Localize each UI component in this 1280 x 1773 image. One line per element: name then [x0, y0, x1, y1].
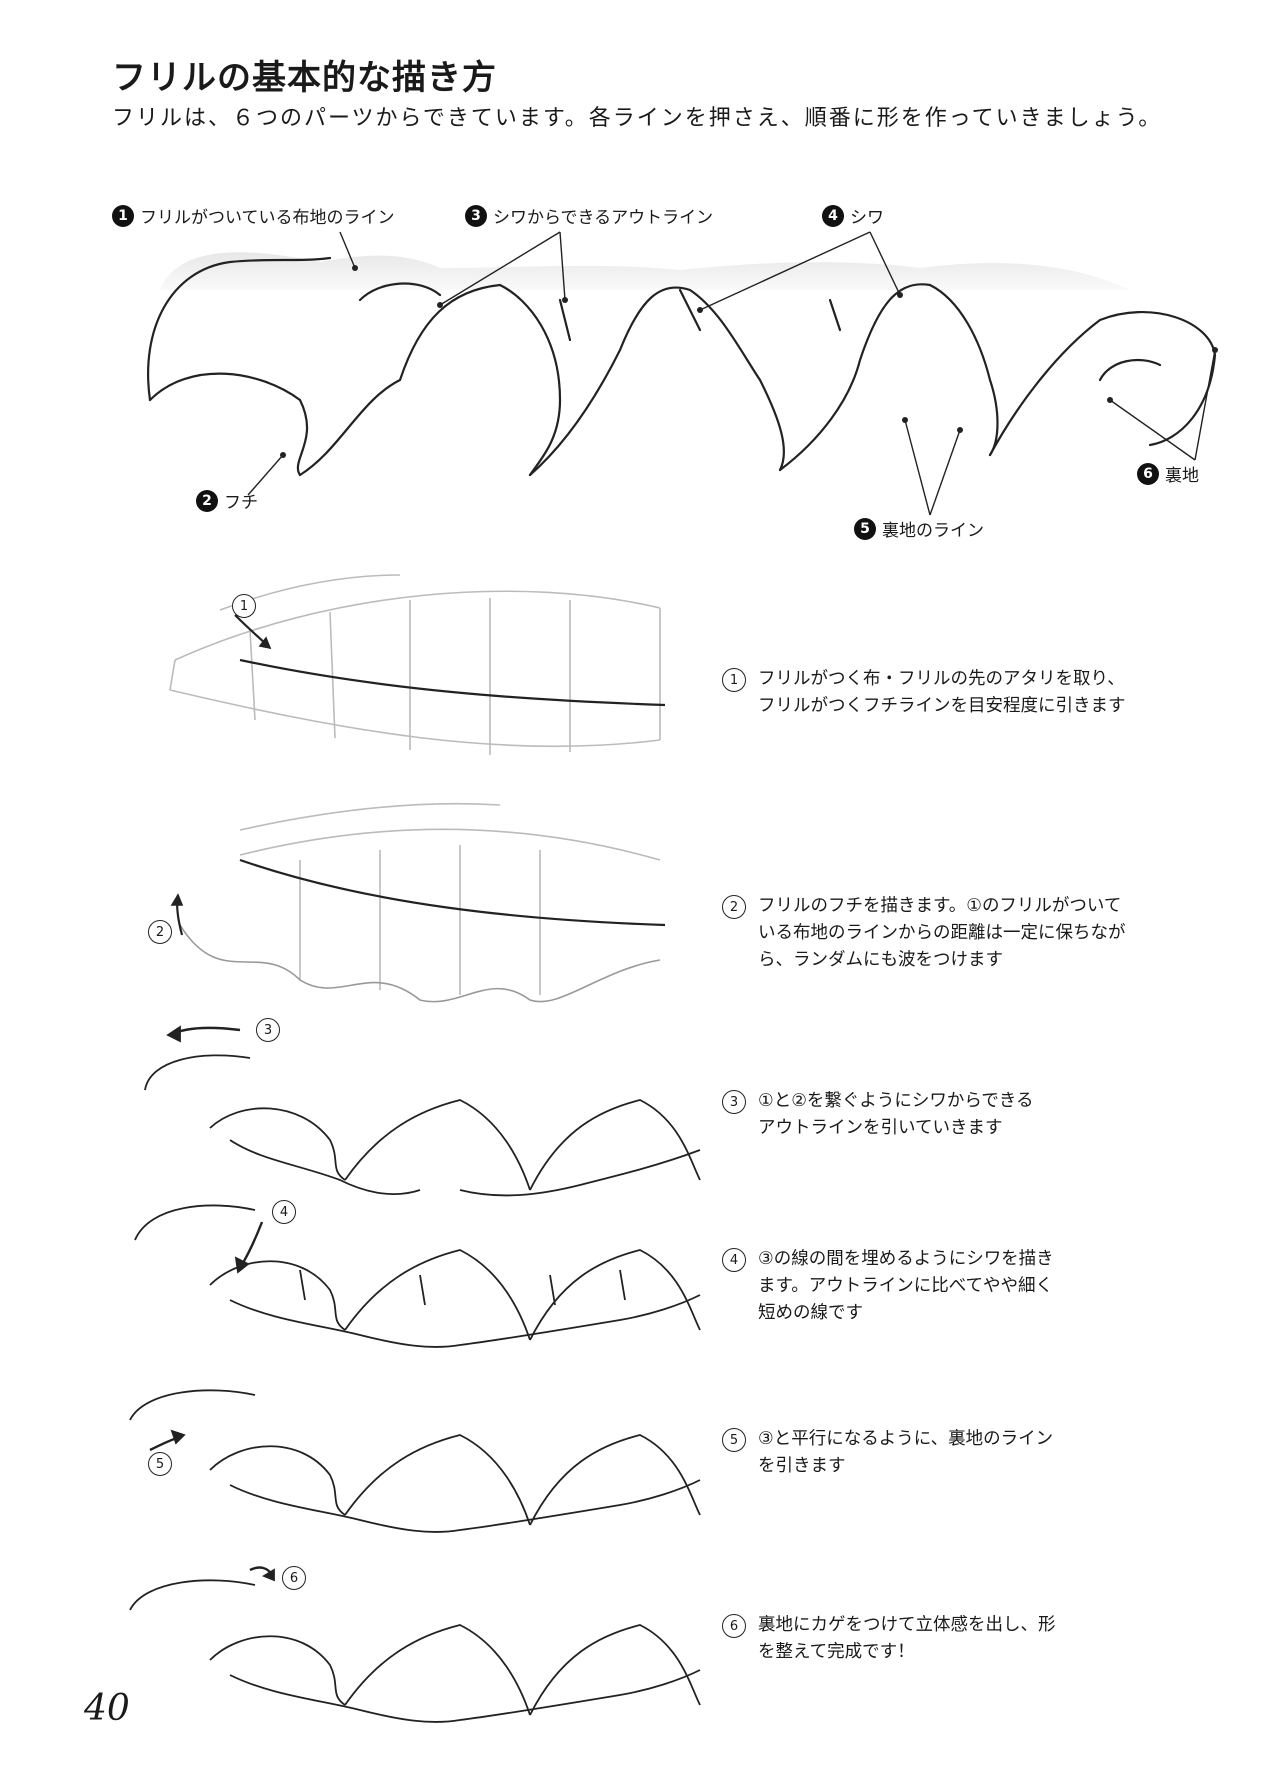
part-label-2: 2 フチ	[196, 488, 258, 513]
step-marker-6: 6	[282, 1566, 306, 1590]
step-number: 3	[722, 1090, 746, 1114]
part-number-badge: 6	[1137, 462, 1159, 485]
part-label-3: 3 シワからできるアウトライン	[465, 203, 713, 228]
page-number: 40	[84, 1688, 130, 1729]
step-text: 裏地にカゲをつけて立体感を出し、形 を整えて完成です！	[758, 1615, 1056, 1662]
step-3: 3 ①と②を繋ぐようにシワからできる アウトラインを引いていきます	[722, 1088, 1192, 1142]
step5-drawing	[129, 1389, 701, 1533]
part-label-text: 裏地	[1165, 466, 1199, 486]
step-marker-5: 5	[148, 1452, 172, 1476]
step-text: ③と平行になるように、裏地のライン を引きます	[758, 1429, 1054, 1476]
part-number-badge: 5	[854, 517, 876, 540]
part-label-text: 裏地のライン	[882, 521, 984, 541]
part-label-text: フチ	[224, 493, 258, 513]
part-number-badge: 4	[822, 204, 844, 227]
step2-drawing	[170, 802, 666, 1003]
step3-drawing	[144, 1025, 701, 1197]
step-text: ③の線の間を埋めるようにシワを描き ます。アウトラインに比べてやや細く 短めの線…	[758, 1249, 1054, 1323]
step-5: 5 ③と平行になるように、裏地のライン を引きます	[722, 1426, 1192, 1480]
step-1: 1 フリルがつく布・フリルの先のアタリを取り、 フリルがつくフチラインを目安程度…	[722, 666, 1192, 720]
part-label-4: 4 シワ	[822, 203, 884, 228]
step-number: 5	[722, 1428, 746, 1452]
step-marker-3: 3	[256, 1018, 280, 1042]
step-4: 4 ③の線の間を埋めるようにシワを描き ます。アウトラインに比べてやや細く 短め…	[722, 1246, 1192, 1327]
part-number-badge: 2	[196, 489, 218, 512]
part-number-badge: 3	[465, 204, 487, 227]
part-label-5: 5 裏地のライン	[854, 516, 984, 541]
step-marker-1: 1	[232, 594, 256, 618]
step-number: 6	[722, 1614, 746, 1638]
step-number: 4	[722, 1248, 746, 1272]
step-text: フリルのフチを描きます。①のフリルがついて いる布地のラインからの距離は一定に保…	[758, 896, 1126, 970]
part-number-badge: 1	[112, 204, 134, 227]
step-2: 2 フリルのフチを描きます。①のフリルがついて いる布地のラインからの距離は一定…	[722, 893, 1192, 974]
step-text: ①と②を繋ぐようにシワからできる アウトラインを引いていきます	[758, 1091, 1034, 1138]
part-label-text: シワからできるアウトライン	[493, 208, 714, 228]
step-number: 2	[722, 895, 746, 919]
step1-drawing	[169, 574, 666, 755]
step-number: 1	[722, 668, 746, 692]
main-frill-drawing	[147, 252, 1217, 477]
step6-drawing	[129, 1566, 701, 1723]
part-label-6: 6 裏地	[1137, 461, 1199, 486]
step-6: 6 裏地にカゲをつけて立体感を出し、形 を整えて完成です！	[722, 1612, 1192, 1666]
step4-drawing	[134, 1204, 701, 1348]
part-label-text: フリルがついている布地のライン	[140, 208, 395, 228]
part-label-text: シワ	[850, 208, 884, 228]
step-text: フリルがつく布・フリルの先のアタリを取り、 フリルがつくフチラインを目安程度に引…	[758, 669, 1126, 716]
step-marker-2: 2	[148, 920, 172, 944]
page-subtitle: フリルは、６つのパーツからできています。各ラインを押さえ、順番に形を作っていきま…	[112, 106, 1163, 131]
page-title: フリルの基本的な描き方	[112, 58, 497, 98]
step-marker-4: 4	[272, 1200, 296, 1224]
part-label-1: 1 フリルがついている布地のライン	[112, 203, 395, 228]
